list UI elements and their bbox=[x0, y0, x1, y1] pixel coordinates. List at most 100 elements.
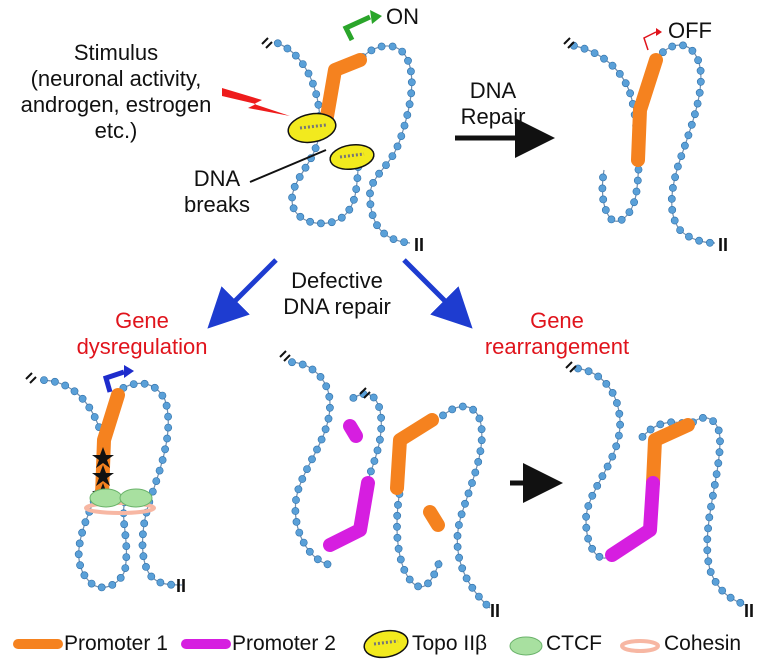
nucleosome-bead bbox=[316, 219, 325, 228]
nucleosome-bead bbox=[468, 583, 477, 592]
on-arrow bbox=[342, 14, 372, 42]
nucleosome-bead bbox=[476, 447, 485, 455]
gene-dysregulation-line: dysregulation bbox=[76, 334, 208, 359]
nucleosome-bead bbox=[162, 401, 171, 410]
panel-repaired-gene bbox=[563, 28, 716, 247]
nucleosome-bead bbox=[380, 229, 388, 238]
nucleosome-bead bbox=[273, 39, 282, 48]
nucleosome-bead bbox=[345, 205, 354, 214]
nucleosome-bead bbox=[671, 173, 679, 182]
nucleosome-bead bbox=[76, 561, 84, 570]
nucleosome-bead bbox=[377, 42, 386, 51]
nucleosome-bead bbox=[600, 54, 608, 63]
nucleosome-beads bbox=[358, 42, 416, 246]
nucleosome-bead bbox=[718, 586, 727, 595]
nucleosome-bead bbox=[464, 489, 473, 498]
nucleosome-bead bbox=[477, 436, 486, 445]
legend-cohesin-icon bbox=[620, 639, 660, 653]
nucleosome-bead bbox=[694, 56, 702, 65]
nucleosome-bead bbox=[405, 100, 414, 109]
nucleosome-bead bbox=[453, 532, 462, 540]
promoter1-segment bbox=[423, 505, 445, 532]
nucleosome-bead bbox=[311, 144, 320, 153]
nucleosome-bead bbox=[454, 521, 463, 529]
nucleosome-bead bbox=[308, 455, 316, 464]
nucleosome-bead bbox=[674, 162, 682, 171]
nucleosome-bead bbox=[291, 51, 300, 60]
dna-repair-label: DNA Repair bbox=[448, 78, 538, 130]
dna-strand bbox=[287, 361, 331, 566]
nucleosome-bead bbox=[393, 142, 402, 151]
nucleosome-bead bbox=[396, 555, 405, 564]
nucleosome-bead bbox=[375, 435, 384, 444]
flow-arrow-rearrangement bbox=[402, 258, 473, 329]
nucleosome-bead bbox=[152, 477, 161, 485]
legend-promoter1-label: Promoter 1 bbox=[64, 632, 168, 655]
nucleosome-bead bbox=[322, 382, 331, 391]
stimulus-line: Stimulus bbox=[73, 40, 159, 65]
nucleosome-bead bbox=[584, 534, 592, 543]
nucleosome-bead bbox=[703, 535, 712, 544]
on-label: ON bbox=[386, 4, 419, 29]
nucleosome-bead bbox=[377, 413, 385, 422]
ctcf-protein bbox=[89, 488, 123, 508]
nucleosome-bead bbox=[679, 41, 687, 50]
gene-rearrangement-line: Gene bbox=[530, 308, 584, 333]
nucleosome-bead bbox=[403, 111, 412, 119]
nucleosome-bead bbox=[121, 564, 130, 572]
nucleosome-bead bbox=[414, 582, 422, 591]
nucleosome-bead bbox=[294, 485, 303, 494]
nucleosome-bead bbox=[699, 413, 707, 422]
promoter1-segment bbox=[631, 53, 663, 167]
nucleosome-bead bbox=[400, 566, 409, 574]
panel-stimulated-gene bbox=[222, 10, 416, 246]
nucleosome-bead bbox=[301, 163, 310, 172]
nucleosome-bead bbox=[327, 218, 336, 227]
nucleosome-bead bbox=[388, 42, 397, 51]
nucleosome-bead bbox=[706, 568, 715, 576]
nucleosome-bead bbox=[397, 132, 406, 140]
nucleosome-bead bbox=[594, 372, 603, 381]
nucleosome-bead bbox=[367, 46, 376, 55]
nucleosome-bead bbox=[400, 121, 409, 130]
nucleosome-bead bbox=[288, 358, 296, 367]
stimulus-label: Stimulus (neuronal activity, androgen, e… bbox=[6, 40, 226, 144]
nucleosome-bead bbox=[121, 531, 130, 540]
nucleosome-bead bbox=[602, 379, 611, 388]
nucleosome-bead bbox=[398, 47, 407, 56]
nucleosome-bead bbox=[598, 472, 607, 481]
nucleosome-bead bbox=[710, 480, 719, 489]
nucleosome-bead bbox=[155, 466, 164, 475]
nucleosome-bead bbox=[150, 383, 159, 392]
nucleosome-bead bbox=[668, 42, 677, 51]
nucleosome-bead bbox=[407, 78, 416, 87]
nucleosome-bead bbox=[461, 499, 469, 508]
dysregulation-arrow bbox=[102, 369, 125, 393]
nucleosome-bead bbox=[306, 217, 314, 226]
nucleosome-bead bbox=[305, 547, 314, 556]
nucleosome-bead bbox=[288, 193, 296, 202]
nucleosome-bead bbox=[296, 212, 305, 221]
dna-breaks-line: breaks bbox=[183, 192, 251, 217]
nucleosome-bead bbox=[693, 99, 702, 108]
nucleosome-bead bbox=[388, 152, 397, 160]
nucleosome-beads bbox=[638, 418, 686, 441]
nucleosome-bead bbox=[709, 491, 717, 500]
nucleosome-bead bbox=[613, 399, 621, 407]
nucleosome-bead bbox=[370, 457, 379, 465]
nucleosome-bead bbox=[317, 435, 326, 444]
nucleosome-beads bbox=[439, 402, 491, 609]
nucleosome-bead bbox=[312, 90, 321, 98]
nucleosome-bead bbox=[704, 524, 712, 533]
nucleosome-bead bbox=[584, 502, 593, 510]
nucleosome-bead bbox=[78, 394, 87, 403]
nucleosome-bead bbox=[366, 467, 375, 476]
nucleosome-bead bbox=[462, 574, 471, 583]
nucleosome-bead bbox=[656, 420, 665, 429]
legend-promoter2-label: Promoter 2 bbox=[232, 632, 336, 655]
nucleosome-bead bbox=[308, 79, 317, 88]
nucleosome-bead bbox=[588, 544, 596, 553]
nucleosome-bead bbox=[703, 546, 712, 555]
promoter1-segment bbox=[318, 53, 367, 135]
nucleosome-bead bbox=[667, 194, 676, 203]
